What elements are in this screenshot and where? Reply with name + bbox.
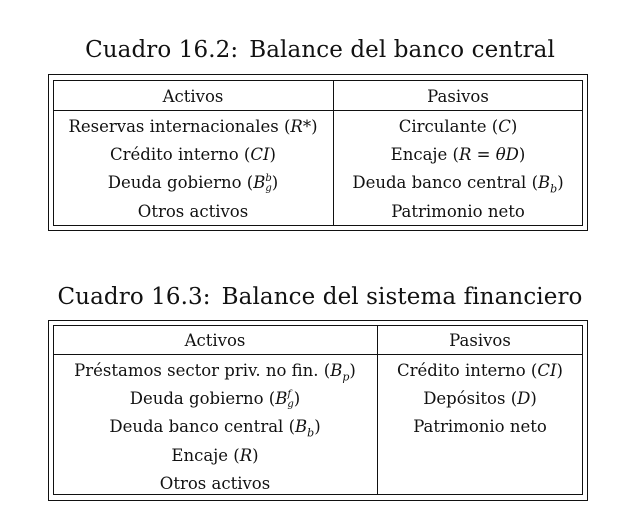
- header-activos: Activos: [162, 87, 224, 106]
- caption-title: Balance del banco central: [249, 37, 555, 63]
- cell-deuda-banco-central: Deuda banco central (Bb): [109, 417, 321, 440]
- table-financial-system-balance: [53, 325, 583, 495]
- cell-credito-interno: Crédito interno (CI): [110, 145, 276, 164]
- table-caption-16-3: Cuadro 16.3: Balance del sistema financie…: [0, 283, 640, 311]
- column-divider: [377, 325, 378, 495]
- cell-credito-interno: Crédito interno (CI): [397, 361, 563, 380]
- caption-label: Cuadro 16.3:: [57, 284, 211, 310]
- cell-otros-activos: Otros activos: [137, 202, 249, 221]
- table-caption-16-2: Cuadro 16.2: Balance del banco central: [0, 36, 640, 64]
- cell-patrimonio-neto: Patrimonio neto: [413, 417, 547, 436]
- header-pasivos: Pasivos: [427, 87, 489, 106]
- cell-prestamos-sector-privado: Préstamos sector priv. no fin. (Bp): [74, 361, 356, 384]
- column-divider: [333, 80, 334, 226]
- table-central-bank-balance: [53, 80, 583, 226]
- header-divider: [53, 354, 583, 355]
- table-outer-border: [48, 74, 588, 231]
- cell-encaje: Encaje (R = θD): [390, 145, 526, 164]
- cell-depositos: Depósitos (D): [423, 389, 537, 408]
- caption-title: Balance del sistema financiero: [221, 284, 583, 310]
- table-outer-border: [48, 320, 588, 501]
- cell-reservas-internacionales: Reservas internacionales (R*): [68, 117, 318, 136]
- cell-patrimonio-neto: Patrimonio neto: [391, 202, 525, 221]
- cell-deuda-banco-central: Deuda banco central (Bb): [352, 173, 564, 196]
- header-activos: Activos: [184, 331, 246, 350]
- cell-otros-activos: Otros activos: [159, 474, 271, 493]
- header-pasivos: Pasivos: [449, 331, 511, 350]
- cell-encaje: Encaje (R): [171, 446, 259, 465]
- cell-circulante: Circulante (C): [398, 117, 518, 136]
- caption-label: Cuadro 16.2:: [85, 37, 239, 63]
- header-divider: [53, 110, 583, 111]
